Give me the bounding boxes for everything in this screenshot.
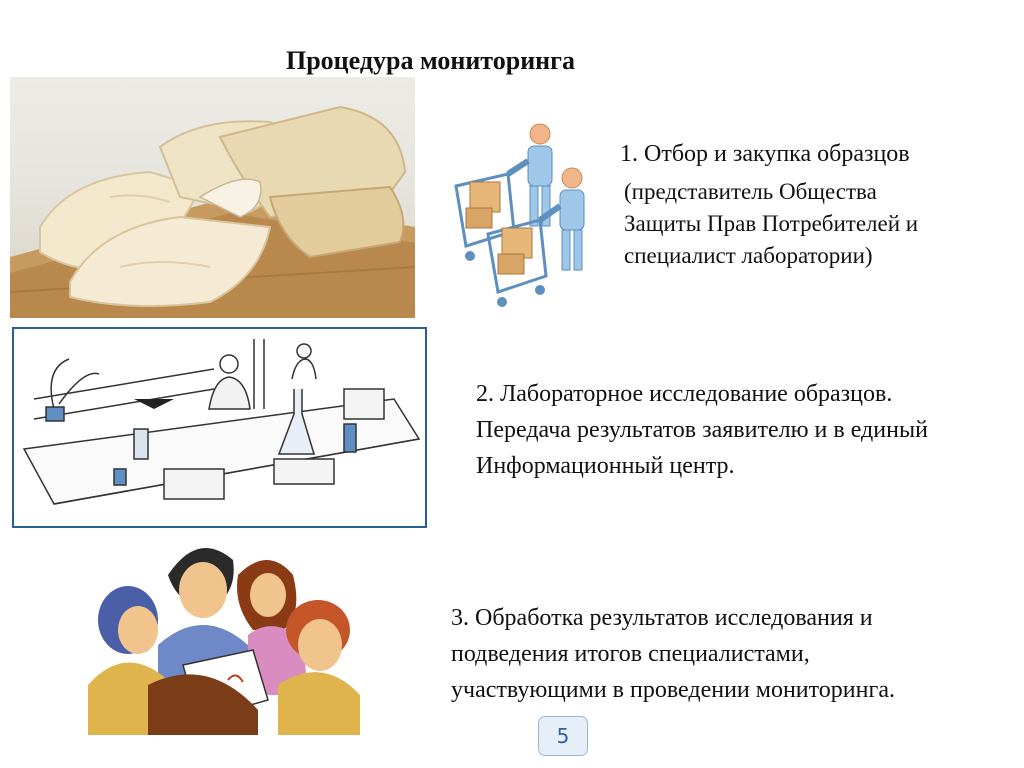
meeting-people-illustration	[88, 535, 360, 735]
page-number: 5	[556, 724, 570, 748]
step-3-line: 3. Обработка результатов исследования и	[451, 605, 873, 631]
step-2-text: 2. Лабораторное исследование образцов. П…	[476, 376, 928, 484]
step-1-detail-line: (представитель Общества	[624, 179, 877, 204]
step-2-line: Передача результатов заявителю и в едины…	[476, 417, 928, 443]
step-2-line: 2. Лабораторное исследование образцов.	[476, 381, 893, 407]
step-3-line: подведения итогов специалистами,	[451, 641, 810, 667]
step-1-heading: 1. Отбор и закупка образцов	[620, 141, 910, 167]
dried-fish-photo	[10, 77, 415, 318]
step-1-detail: (представитель Общества Защиты Прав Потр…	[624, 176, 918, 272]
shopping-carts-icon	[448, 116, 598, 311]
step-2-line: Информационный центр.	[476, 453, 735, 479]
step-3-text: 3. Обработка результатов исследования и …	[451, 600, 895, 708]
slide-title: Процедура мониторинга	[286, 46, 575, 75]
laboratory-illustration	[12, 327, 427, 528]
step-1-detail-line: специалист лаборатории)	[624, 243, 873, 268]
step-3-line: участвующими в проведении мониторинга.	[451, 677, 895, 703]
step-1-detail-line: Защиты Прав Потребителей и	[624, 211, 919, 236]
page-number-badge[interactable]: 5	[538, 716, 588, 756]
